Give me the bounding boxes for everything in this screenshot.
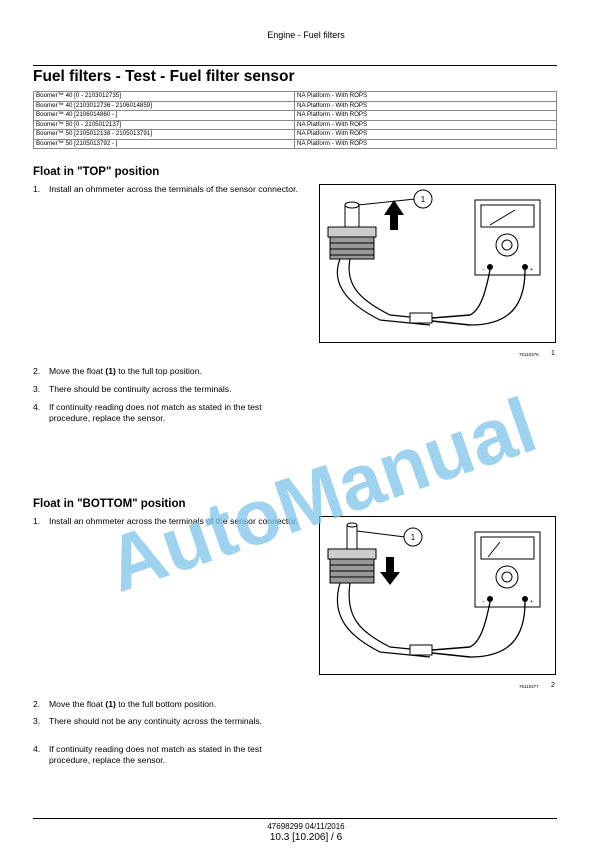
meter-plus-label: + xyxy=(530,267,533,273)
section-heading-bottom: Float in "BOTTOM" position xyxy=(33,498,186,510)
figure-top: 1 − + xyxy=(319,184,556,343)
page-title: Fuel filters - Test - Fuel filter sensor xyxy=(33,68,295,85)
model-cell: Boomer™ 40 [2103012736 - 2106014859] xyxy=(33,100,295,111)
model-cell: Boomer™ 40 [2106014860 - ] xyxy=(33,110,295,121)
figure-id: 76110377 xyxy=(519,684,539,689)
model-row: Boomer™ 50 [2105013792 - ]NA Platform - … xyxy=(33,138,557,149)
meter-plus-label: + xyxy=(530,599,533,605)
step-text: Move the float xyxy=(49,366,106,376)
figure-id: 76110376 xyxy=(519,352,539,357)
step-number: 3. xyxy=(33,384,41,394)
step-text: to the full top position. xyxy=(115,366,202,376)
step-number: 4. xyxy=(33,402,41,412)
figure-number: 1 xyxy=(551,350,555,357)
model-cell: Boomer™ 50 [2105013792 - ] xyxy=(33,138,295,149)
platform-cell: NA Platform - With ROPS xyxy=(294,138,557,149)
running-header: Engine - Fuel filters xyxy=(267,30,345,40)
platform-cell: NA Platform - With ROPS xyxy=(294,91,557,102)
step-text: to the full bottom position. xyxy=(115,699,217,709)
step-number: 1. xyxy=(33,184,41,194)
footer-rule xyxy=(33,818,557,819)
figure-callout: 1 xyxy=(411,533,416,542)
platform-cell: NA Platform - With ROPS xyxy=(294,129,557,140)
model-table: Boomer™ 40 [0 - 2103012735]NA Platform -… xyxy=(33,91,557,149)
step-text: Move the float xyxy=(49,699,106,709)
footer-document-id: 47698299 04/11/2016 xyxy=(267,822,345,831)
platform-cell: NA Platform - With ROPS xyxy=(294,100,557,111)
figure-callout: 1 xyxy=(421,195,426,204)
model-cell: Boomer™ 50 [2105012138 - 2105013791] xyxy=(33,129,295,140)
step-text: Install an ohmmeter across the terminals… xyxy=(49,184,298,194)
model-row: Boomer™ 40 [0 - 2103012735]NA Platform -… xyxy=(33,91,557,102)
platform-cell: NA Platform - With ROPS xyxy=(294,110,557,121)
step-number: 2. xyxy=(33,366,41,376)
meter-minus-label: − xyxy=(482,599,485,605)
step-text: There should not be any continuity acros… xyxy=(49,716,263,726)
step-text: Install an ohmmeter across the terminals… xyxy=(49,516,298,526)
model-cell: Boomer™ 40 [0 - 2103012735] xyxy=(33,91,295,102)
platform-cell: NA Platform - With ROPS xyxy=(294,119,557,130)
callout-ref: (1) xyxy=(105,366,116,376)
section-heading-top: Float in "TOP" position xyxy=(33,166,160,178)
step-number: 1. xyxy=(33,516,41,526)
step-text: If continuity reading does not match as … xyxy=(49,402,262,423)
title-rule xyxy=(33,65,557,66)
step-number: 3. xyxy=(33,716,41,726)
footer-page-number: 10.3 [10.206] / 6 xyxy=(269,832,343,843)
sensor-ohmmeter-illustration: 1 − + xyxy=(327,522,541,658)
figure-bottom: 1 − + xyxy=(319,516,556,675)
callout-ref: (1) xyxy=(105,699,116,709)
step-number: 4. xyxy=(33,744,41,754)
meter-minus-label: − xyxy=(482,267,485,273)
model-row: Boomer™ 50 [0 - 2105012137]NA Platform -… xyxy=(33,119,557,130)
figure-number: 2 xyxy=(551,682,555,689)
model-row: Boomer™ 50 [2105012138 - 2105013791]NA P… xyxy=(33,129,557,140)
step-text: There should be continuity across the te… xyxy=(49,384,232,394)
step-number: 2. xyxy=(33,699,41,709)
step-text: If continuity reading does not match as … xyxy=(49,744,262,765)
model-row: Boomer™ 40 [2103012736 - 2106014859]NA P… xyxy=(33,100,557,111)
model-cell: Boomer™ 50 [0 - 2105012137] xyxy=(33,119,295,130)
sensor-ohmmeter-illustration: 1 − + xyxy=(327,189,541,326)
model-row: Boomer™ 40 [2106014860 - ]NA Platform - … xyxy=(33,110,557,121)
